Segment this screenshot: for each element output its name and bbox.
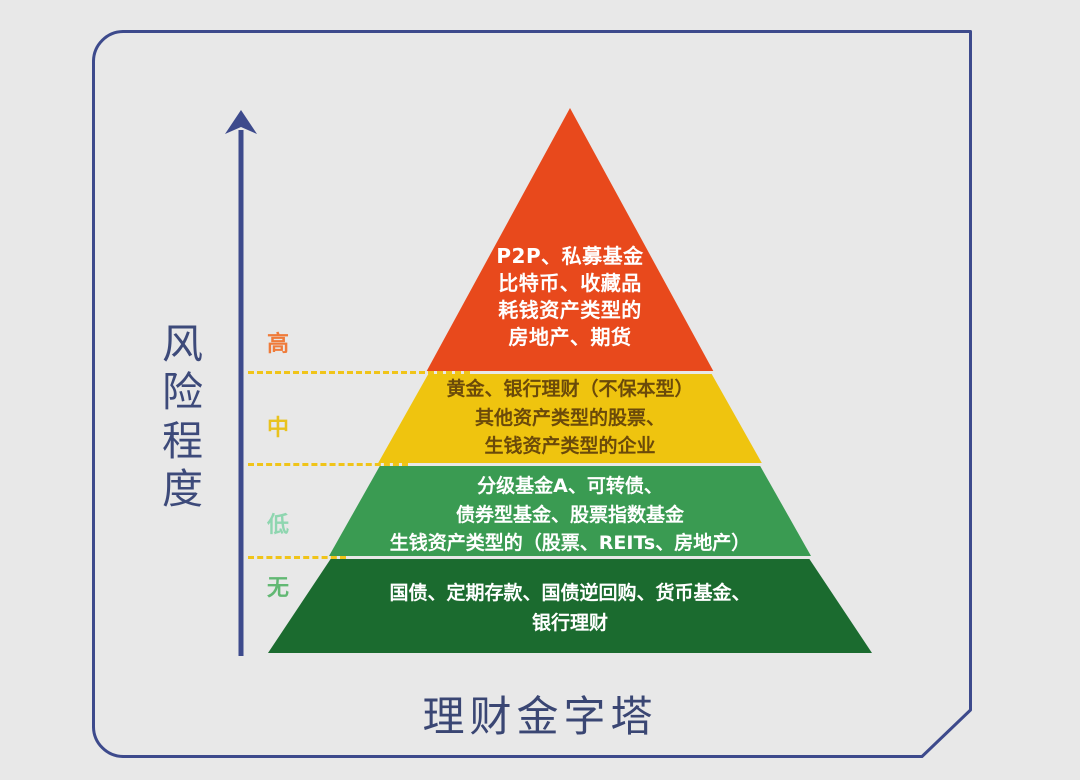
risk-level-high: 高 — [266, 332, 289, 357]
axis-label-char-3: 程 — [162, 416, 204, 465]
pyramid-band-none — [268, 559, 872, 653]
band-low-line-3: 生钱资产类型的（股票、REITs、房地产） — [389, 532, 751, 554]
band-medium-line-3: 生钱资产类型的企业 — [484, 435, 656, 457]
page-title: 理财金字塔 — [422, 692, 658, 741]
divider-high-medium — [248, 371, 470, 374]
band-high-line-4: 房地产、期货 — [508, 325, 632, 349]
band-none-line-2: 银行理财 — [531, 612, 608, 635]
risk-level-none: 无 — [266, 576, 289, 601]
risk-axis-arrow — [225, 110, 257, 656]
band-high-line-1: P2P、私募基金 — [496, 244, 644, 268]
risk-level-low: 低 — [266, 513, 289, 538]
risk-axis-label: 风 险 程 度 — [152, 320, 214, 514]
band-none-line-1: 国债、定期存款、国债逆回购、货币基金、 — [389, 582, 751, 604]
band-text-high: P2P、私募基金 比特币、收藏品 耗钱资产类型的 房地产、期货 — [420, 243, 720, 351]
band-high-line-3: 耗钱资产类型的 — [498, 298, 642, 322]
decorative-frame — [92, 30, 972, 758]
risk-level-medium: 中 — [266, 416, 289, 441]
pyramid-band-medium — [378, 374, 762, 463]
band-medium-line-2: 其他资产类型的股票、 — [474, 406, 665, 429]
divider-medium-low — [248, 463, 408, 466]
band-low-line-1: 分级基金A、可转债、 — [477, 475, 663, 497]
band-text-medium: 黄金、银行理财（不保本型） 其他资产类型的股票、 生钱资产类型的企业 — [380, 375, 760, 461]
pyramid-band-high — [426, 108, 714, 371]
band-text-low: 分级基金A、可转债、 债券型基金、股票指数基金 生钱资产类型的（股票、REITs… — [330, 472, 810, 558]
band-high-line-2: 比特币、收藏品 — [498, 271, 642, 295]
axis-label-char-2: 险 — [162, 368, 204, 417]
band-low-line-2: 债券型基金、股票指数基金 — [455, 503, 684, 526]
axis-label-char-4: 度 — [162, 465, 204, 514]
divider-low-none — [248, 556, 346, 559]
pyramid-band-low — [329, 466, 811, 556]
band-text-none: 国债、定期存款、国债逆回购、货币基金、 银行理财 — [300, 578, 840, 639]
band-medium-line-1: 黄金、银行理财（不保本型） — [446, 378, 694, 400]
axis-label-char-1: 风 — [162, 320, 204, 368]
